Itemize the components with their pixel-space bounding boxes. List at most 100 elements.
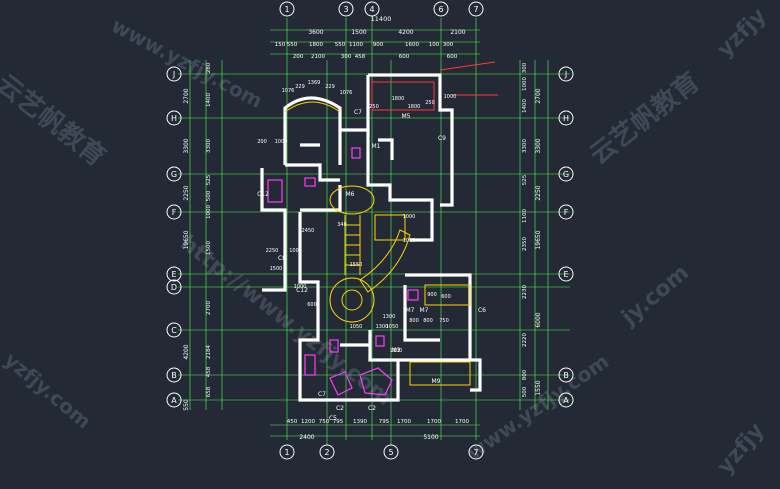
axis-bubble-label: 5 [388, 448, 393, 457]
fixture-layer [267, 147, 419, 396]
axis-bubble-label: 7 [473, 5, 478, 14]
stair-run-main [344, 215, 361, 275]
inner-dim-label: 1000 [444, 94, 457, 100]
stair-circle-lower-inner [341, 289, 363, 311]
dim-top: 2100 [450, 29, 465, 36]
dim-top: 4200 [398, 29, 413, 36]
corner-tub-2 [329, 371, 353, 396]
dim-left: 19650 [183, 230, 190, 249]
dim-left: 2700 [183, 88, 190, 103]
watermark-text: 云艺帆教育 [584, 66, 706, 170]
wall-inner-1 [300, 185, 342, 212]
dim-top: 300 [341, 54, 352, 60]
watermark-text: 云艺帆教育 [0, 68, 112, 172]
axis-bubble [338, 1, 354, 17]
dim-right: 3300 [522, 139, 528, 153]
dim-left: 458 [206, 366, 212, 377]
dim-total: 11400 [371, 15, 392, 23]
window-label: C2 [368, 405, 376, 412]
dim-top: 600 [447, 54, 458, 60]
dim-top: 550 [287, 42, 298, 48]
axis-bubble [558, 204, 574, 220]
inner-dim-label: 1076 [340, 90, 353, 96]
axis-bubble-label: G [563, 170, 569, 179]
dim-bottom: 2400 [299, 434, 314, 441]
watermark-text: yzfjy [713, 418, 770, 479]
wall-west-2 [285, 163, 340, 182]
axis-bubble [433, 1, 449, 17]
inner-dim-label: 250 [425, 100, 435, 106]
dim-bottom: 5100 [423, 434, 438, 441]
dim-left: 1500 [206, 241, 212, 255]
wall-center [366, 130, 434, 210]
inner-dim-label: 1050 [350, 324, 363, 330]
stair-run-curve [359, 229, 411, 293]
wall-layer [260, 73, 482, 402]
dim-left: 658 [206, 386, 212, 397]
inner-dim-label: 250 [369, 104, 379, 110]
wall-south-west [298, 300, 400, 402]
leader-line [439, 61, 498, 96]
axis-bubble [166, 166, 182, 182]
dim-left: 280 [206, 62, 212, 73]
watermark-text: jy.com [616, 260, 694, 331]
dim-right: 300 [522, 62, 528, 73]
axis-bubble-label: J [564, 70, 567, 79]
dim-right: 3300 [535, 138, 542, 153]
inner-dim-label: 1300 [383, 314, 396, 320]
inner-dim-label: 750 [439, 318, 449, 324]
axis-bubble [166, 110, 182, 126]
axis-bubble-label: B [563, 371, 569, 380]
axis-bubble-label: H [171, 114, 177, 123]
dim-left: 2250 [183, 185, 190, 200]
sink [304, 177, 316, 187]
axis-bubble-label: 7 [473, 448, 478, 457]
axis-bubble-label: E [171, 270, 176, 279]
dim-right: 1400 [522, 99, 528, 113]
inner-dim-label: 1300 [376, 324, 389, 330]
axis-bubble [166, 367, 182, 383]
wall-core [340, 75, 370, 132]
dim-right: 2700 [535, 88, 542, 103]
dim-bottom: 1390 [353, 419, 367, 425]
inner-dim-label: 1550 [350, 262, 363, 268]
dim-top: 458 [355, 54, 366, 60]
inner-dim-label: 1000 [403, 238, 416, 244]
door-label: M7 [406, 307, 415, 314]
bay-rail [424, 284, 471, 306]
dim-right: 2250 [535, 185, 542, 200]
axis-bubble [319, 444, 335, 460]
tub-south [304, 354, 316, 376]
dim-right: 2230 [522, 285, 528, 299]
dim-bottom: 1700 [455, 419, 469, 425]
inner-dim-label: 1100 [390, 348, 403, 354]
inner-dim-label: 1000 [294, 284, 307, 290]
window-label: C12 [257, 191, 269, 198]
dim-bottom: 1700 [427, 419, 441, 425]
dim-left: 2700 [206, 301, 212, 315]
inner-dim-label: 1800 [392, 96, 405, 102]
axis-bubble [364, 1, 380, 17]
inner-dim-label: 900 [427, 292, 437, 298]
dim-left: 1000 [206, 205, 212, 219]
door-label: M3 [392, 347, 401, 354]
axis-bubble [279, 444, 295, 460]
dim-bottom: 795 [379, 419, 390, 425]
dim-top: 1800 [309, 42, 323, 48]
inner-dim-label: 600 [307, 302, 317, 308]
watermark-text: yzfjy.com [0, 347, 96, 433]
wall-inner-4 [403, 285, 440, 342]
inner-dim-label: 1076 [282, 88, 295, 94]
window-label: C9 [438, 135, 446, 142]
inner-dim-label: 1800 [408, 104, 421, 110]
axis-bubble [166, 392, 182, 408]
dim-bottom: 1200 [301, 419, 315, 425]
axis-bubble-label: H [563, 114, 569, 123]
door-label: M9 [432, 378, 441, 385]
dim-bottom: 450 [287, 419, 298, 425]
shower [375, 335, 385, 347]
axis-bubble [558, 392, 574, 408]
dim-top: 150 [275, 42, 286, 48]
